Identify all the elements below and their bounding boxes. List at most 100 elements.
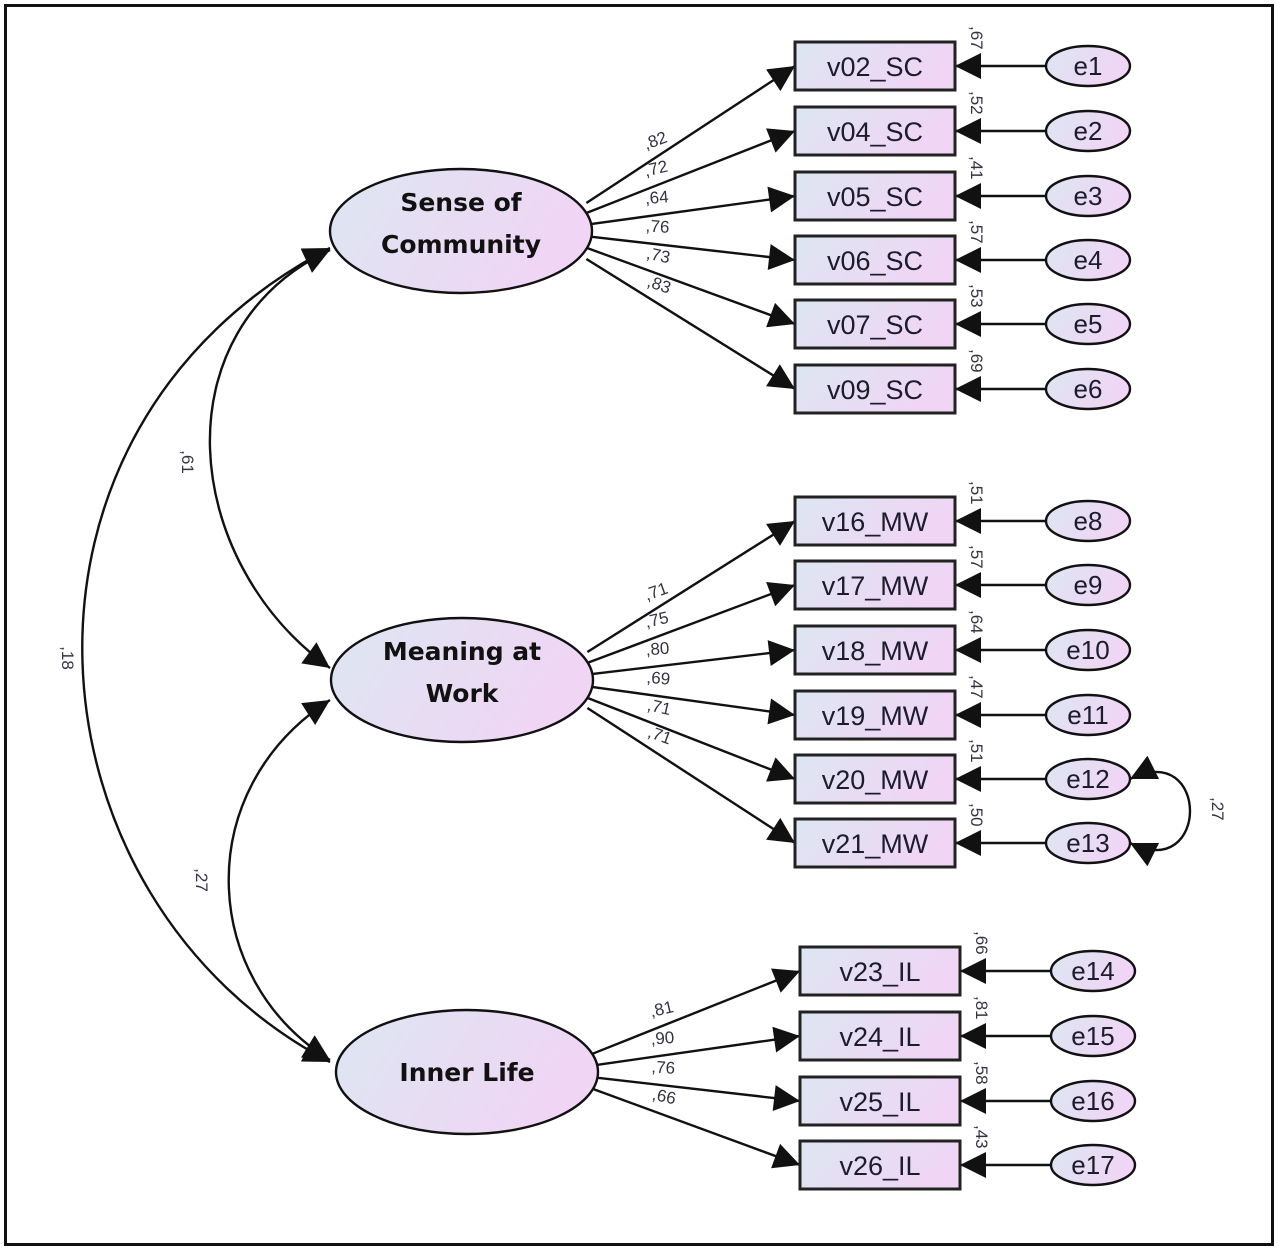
r-squared-label: ,69 (967, 349, 986, 373)
error-label: e5 (1074, 309, 1103, 339)
observed-label: v18_MW (822, 636, 929, 666)
observed-label: v21_MW (822, 829, 929, 859)
observed-box (793, 170, 957, 222)
observed-box (793, 753, 957, 805)
observed-box (793, 298, 957, 350)
loading-path (586, 186, 796, 226)
loading-label: ,72 (642, 157, 669, 181)
loading-label: ,69 (646, 668, 671, 689)
error-ellipse (1044, 693, 1132, 737)
latent-label: Work (426, 679, 500, 708)
error-term: e1 (1044, 44, 1132, 88)
observed-variable: v19_MW (793, 689, 957, 741)
error-label: e16 (1071, 1086, 1114, 1116)
latent-covariance-label: ,61 (178, 450, 197, 474)
r-squared-label: ,64 (967, 610, 986, 634)
r-squared-label: ,57 (967, 220, 986, 244)
observed-variable: v05_SC (793, 170, 957, 222)
observed-box (793, 559, 957, 611)
error-ellipse (1049, 1014, 1137, 1058)
observed-label: v17_MW (822, 571, 929, 601)
r-squared-label: ,47 (967, 675, 986, 699)
error-ellipse (1044, 174, 1132, 218)
error-term: e6 (1044, 367, 1132, 411)
r-squared-label: ,43 (972, 1125, 991, 1149)
error-label: e11 (1067, 700, 1108, 730)
latent-label: Meaning at (383, 637, 541, 666)
observed-box (793, 624, 957, 676)
latent-label: Community (381, 230, 541, 259)
error-term: e8 (1044, 499, 1132, 543)
r-squared-label: ,66 (972, 931, 991, 955)
loading-label: ,71 (645, 722, 674, 748)
loading-label: ,81 (648, 997, 675, 1021)
r-squared-label: ,53 (967, 284, 986, 308)
observed-label: v26_IL (839, 1151, 920, 1181)
latent-covariance-label: ,27 (192, 868, 211, 892)
observed-label: v16_MW (822, 507, 929, 537)
error-ellipse (1044, 109, 1132, 153)
latent-variable: Sense of Community (328, 167, 594, 295)
loading-label: ,76 (651, 1057, 676, 1078)
latent-label: Inner Life (399, 1058, 534, 1087)
loading-path (592, 1026, 801, 1067)
loading-path (585, 257, 796, 391)
error-label: e1 (1074, 51, 1103, 81)
error-term: e15 (1049, 1014, 1137, 1058)
error-term: e14 (1049, 949, 1137, 993)
observed-variable: v17_MW (793, 559, 957, 611)
observed-label: v05_SC (827, 182, 923, 212)
loading-path (585, 64, 796, 205)
error-label: e6 (1074, 374, 1103, 404)
observed-variable: v23_IL (798, 945, 962, 997)
error-term: e13 (1044, 821, 1132, 865)
loading-paths-layer (585, 53, 1051, 1178)
observed-variable: v26_IL (798, 1139, 962, 1191)
error-label: e4 (1074, 245, 1103, 275)
error-ellipse (1049, 1143, 1137, 1187)
observed-box (793, 40, 957, 92)
observed-label: v25_IL (839, 1087, 920, 1117)
observed-variable: v25_IL (798, 1075, 962, 1127)
loading-label: ,64 (644, 187, 669, 208)
error-term: e2 (1044, 109, 1132, 153)
error-term: e10 (1044, 628, 1132, 672)
error-label: e10 (1066, 635, 1109, 665)
error-covariance-label: ,27 (1208, 797, 1227, 821)
observed-box (793, 817, 957, 869)
loading-path (586, 706, 796, 845)
error-label: e9 (1074, 570, 1103, 600)
loading-label: ,66 (651, 1085, 678, 1109)
loading-path (585, 128, 796, 215)
error-label: e13 (1066, 828, 1109, 858)
error-ellipse (1044, 563, 1132, 607)
loading-path (587, 640, 796, 676)
loading-label: ,83 (645, 272, 674, 298)
error-label: e3 (1074, 181, 1103, 211)
error-ellipse (1044, 757, 1132, 801)
error-label: e17 (1071, 1150, 1114, 1180)
r-squared-label: ,52 (967, 91, 986, 115)
observed-label: v23_IL (839, 957, 920, 987)
latent-ellipse (329, 616, 595, 744)
r-squared-label: ,51 (967, 739, 986, 763)
error-ellipse (1044, 238, 1132, 282)
observed-variable: v07_SC (793, 298, 957, 350)
loading-path (586, 581, 796, 665)
observed-label: v19_MW (822, 701, 929, 731)
error-term: e17 (1049, 1143, 1137, 1187)
loading-path (585, 246, 796, 328)
latent-covariance-path (208, 248, 331, 669)
latent-label: Sense of (400, 188, 522, 217)
observed-variable: v18_MW (793, 624, 957, 676)
r-squared-label: ,67 (967, 26, 986, 50)
loading-path (586, 696, 796, 782)
observed-label: v09_SC (827, 375, 923, 405)
latent-covariance-layer (81, 246, 1192, 1064)
latent-ellipse (328, 167, 594, 295)
observed-variable: v09_SC (793, 363, 957, 415)
latent-ellipse (334, 1008, 600, 1136)
observed-variable: v02_SC (793, 40, 957, 92)
latent-covariance-path (81, 246, 331, 1064)
observed-box (793, 234, 957, 286)
